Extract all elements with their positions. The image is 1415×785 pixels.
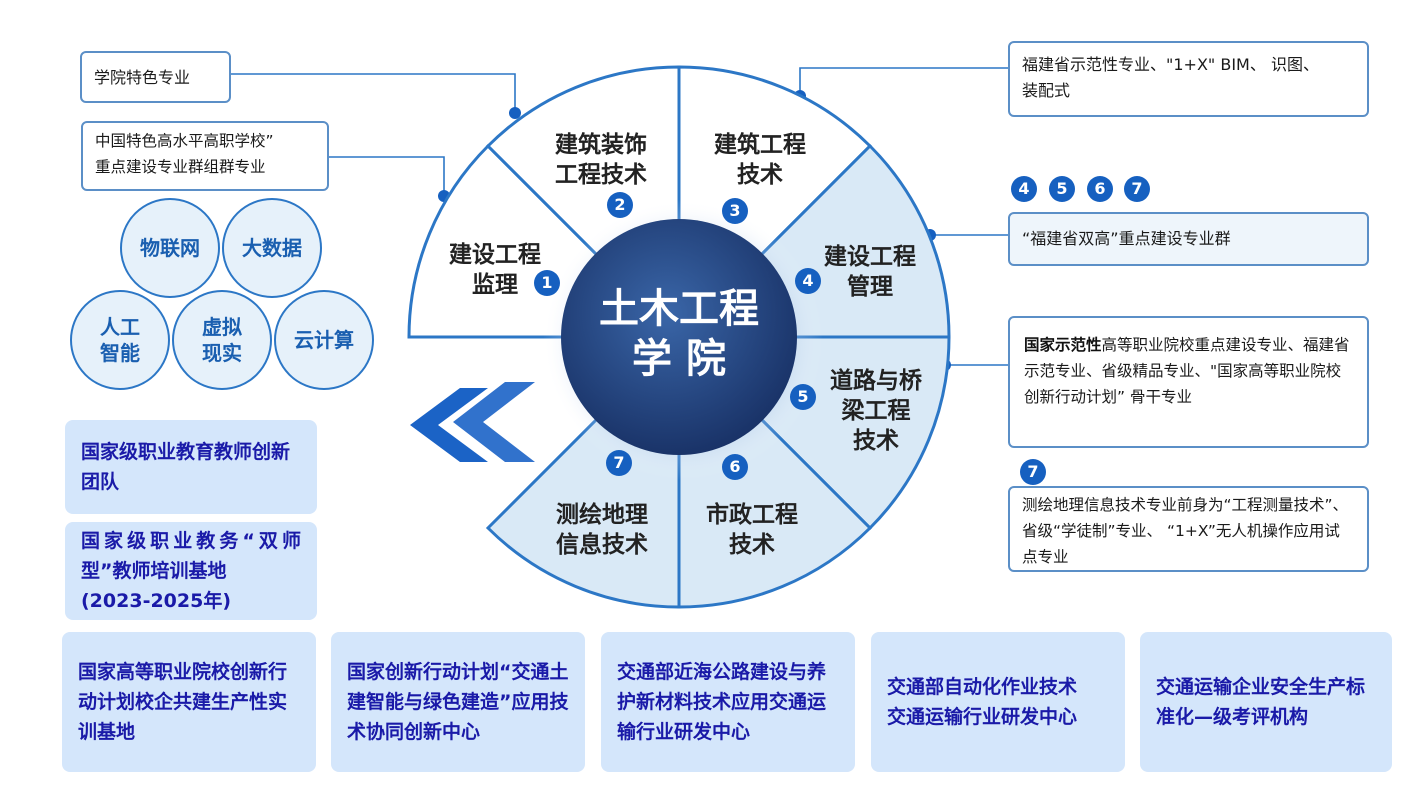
segment-label-construction: 建筑工程 技术 [700,130,820,190]
segment-badge-2: 2 [607,192,633,218]
segment-label-management: 建设工程 管理 [810,242,930,302]
tech-circle-ai: 人工 智能 [70,290,170,390]
honor-card-text: 国家级职业教育教师创新团队 [81,441,291,493]
national-demo-note: 国家示范性高等职业院校重点建设专业、福建省示范专业、省级精品专业、"国家高等职业… [1008,316,1369,448]
segment-label-road-bridge: 道路与桥 梁工程 技术 [816,366,936,456]
tech-circle-iot: 物联网 [120,198,220,298]
survey-text: 测绘地理信息技术专业前身为“工程测量技术”、省级“学徒制”专业、 “1+X”无人… [1022,496,1349,566]
survey-badge-7: 7 [1020,459,1046,485]
chevron-left-icon [410,382,535,462]
hub-title-line1: 土木工程 [599,286,759,332]
segment-text: 建设工程 管理 [824,244,916,300]
segment-text: 市政工程 技术 [706,502,798,558]
honor-card-text: 国家创新行动计划“交通土建智能与绿色建造”应用技术协同创新中心 [347,661,569,743]
shuanggao-badges: 4 5 6 7 [1011,176,1161,204]
honor-card-text: 国家级职业教务“双师型”教师培训基地 (2023-2025年) [81,530,301,612]
honor-card-automation-center: 交通部自动化作业技术 交通运输行业研发中心 [871,632,1125,772]
segment-badge-3: 3 [722,198,748,224]
shuanggao-badge-7: 7 [1124,176,1150,202]
shuanggao-text: “福建省双高”重点建设专业群 [1022,229,1231,248]
honor-card-innovation-center: 国家创新行动计划“交通土建智能与绿色建造”应用技术协同创新中心 [331,632,585,772]
tech-label: 物联网 [140,236,200,260]
featured-major-text: 学院特色专业 [94,68,191,87]
shuanggao-note: “福建省双高”重点建设专业群 [1008,212,1369,266]
connector-lines [230,67,1008,366]
segment-text: 测绘地理 信息技术 [556,502,648,558]
segment-label-municipal: 市政工程 技术 [692,500,812,560]
hub-title: 土木工程 学 院 [579,284,779,384]
segment-label-supervision: 建设工程 监理 [435,240,555,300]
segment-badge-6: 6 [722,454,748,480]
segment-badge-5: 5 [790,384,816,410]
national-demo-text: 高等职业院校重点建设专业、福建省示范专业、省级精品专业、"国家高等职业院校创新行… [1024,336,1350,406]
honor-card-training-base: 国家级职业教务“双师型”教师培训基地 (2023-2025年) [65,522,317,620]
segment-label-decoration: 建筑装饰 工程技术 [540,130,662,190]
hub-title-line2: 学 院 [632,336,726,382]
segment-label-surveying: 测绘地理 信息技术 [540,500,664,560]
tech-circle-cloud: 云计算 [274,290,374,390]
shuanggao-badge-5: 5 [1049,176,1075,202]
featured-major-note: 学院特色专业 [80,51,231,103]
high-level-text: 中国特色高水平高职学校” 重点建设专业群组群专业 [95,132,274,176]
honor-card-practice-base: 国家高等职业院校创新行动计划校企共建生产性实训基地 [62,632,316,772]
tech-circle-vr: 虚拟 现实 [172,290,272,390]
shuanggao-badge-6: 6 [1087,176,1113,202]
segment-text: 建筑装饰 工程技术 [555,132,647,188]
honor-card-rd-center: 交通部近海公路建设与养护新材料技术应用交通运输行业研发中心 [601,632,855,772]
segment-badge-7: 7 [606,450,632,476]
tech-label: 云计算 [294,328,354,352]
fujian-demo-text: 福建省示范性专业、"1+X" BIM、 识图、 装配式 [1022,55,1319,100]
honor-card-text: 交通运输企业安全生产标准化—级考评机构 [1156,676,1366,728]
honor-card-safety-evaluation: 交通运输企业安全生产标准化—级考评机构 [1140,632,1392,772]
segment-badge-4: 4 [795,268,821,294]
honor-card-teacher-team: 国家级职业教育教师创新团队 [65,420,317,514]
honor-card-text: 交通部近海公路建设与养护新材料技术应用交通运输行业研发中心 [617,661,827,743]
honor-card-text: 国家高等职业院校创新行动计划校企共建生产性实训基地 [78,661,288,743]
hub-circle [561,219,797,455]
tech-circle-big-data: 大数据 [222,198,322,298]
national-demo-bold: 国家示范性 [1024,336,1102,354]
survey-note: 测绘地理信息技术专业前身为“工程测量技术”、省级“学徒制”专业、 “1+X”无人… [1008,486,1369,572]
shuanggao-badge-4: 4 [1011,176,1037,202]
segment-text: 道路与桥 梁工程 技术 [830,368,922,454]
segment-text: 建筑工程 技术 [714,132,806,188]
high-level-note: 中国特色高水平高职学校” 重点建设专业群组群专业 [81,121,329,191]
tech-label: 人工 智能 [100,315,140,365]
segment-badge-1: 1 [534,270,560,296]
segment-text: 建设工程 监理 [449,242,541,298]
tech-label: 虚拟 现实 [202,315,242,365]
tech-label: 大数据 [242,236,302,260]
honor-card-text: 交通部自动化作业技术 交通运输行业研发中心 [887,676,1078,728]
fujian-demo-note: 福建省示范性专业、"1+X" BIM、 识图、 装配式 [1008,41,1369,117]
